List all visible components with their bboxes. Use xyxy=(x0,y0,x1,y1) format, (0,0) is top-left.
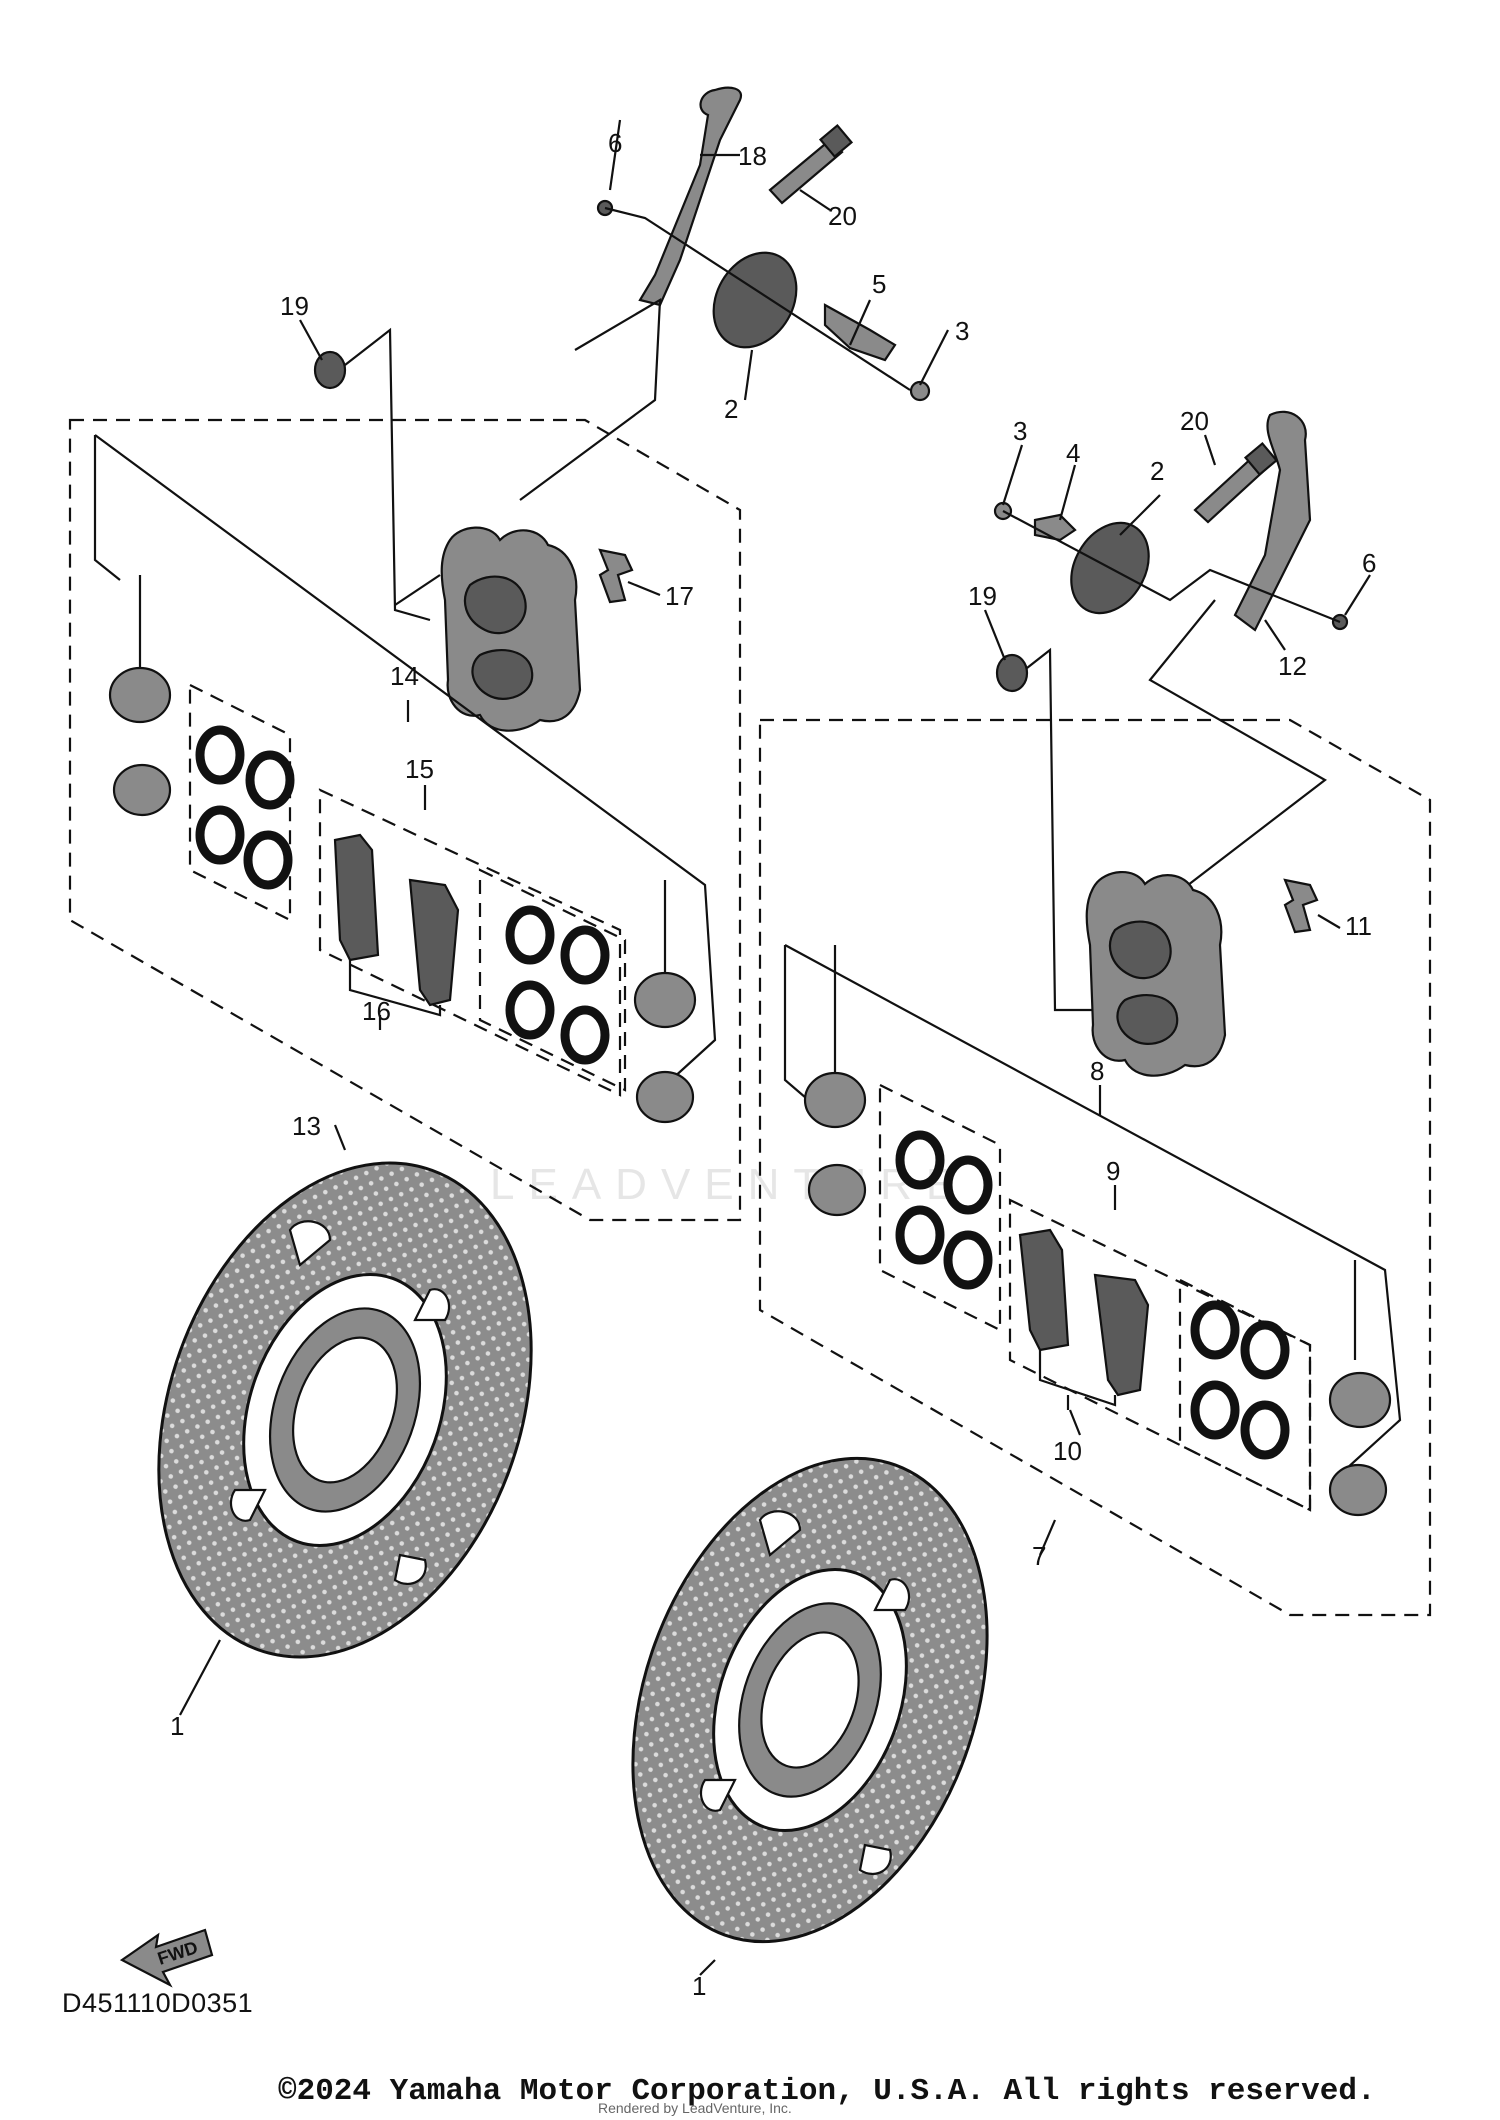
seal-kit-outline-right xyxy=(878,1083,1002,1332)
callout-1-left: 1 xyxy=(170,1711,184,1741)
callout-7: 7 xyxy=(1032,1541,1046,1571)
callout-20-right: 20 xyxy=(1180,406,1209,436)
callout-9: 9 xyxy=(1106,1156,1120,1186)
callout-14: 14 xyxy=(390,661,419,691)
piston-right-1 xyxy=(803,1071,867,1129)
caliper-bolt-left xyxy=(768,123,854,205)
diagram-code: D451110D0351 xyxy=(62,1988,254,2018)
rendered-by-credit: Rendered by LeadVenture, Inc. xyxy=(598,2100,792,2116)
callout-5: 5 xyxy=(872,269,886,299)
callout-19-left: 19 xyxy=(280,291,309,321)
callout-15: 15 xyxy=(405,754,434,784)
seal-set-right-b xyxy=(1190,1300,1290,1460)
callout-12: 12 xyxy=(1278,651,1307,681)
seal-set-left-b xyxy=(505,905,610,1065)
piston-left-2 xyxy=(112,763,172,817)
grommet-left xyxy=(313,350,347,390)
callout-6-left: 6 xyxy=(608,128,622,158)
brake-pad-right-b xyxy=(1093,1273,1150,1397)
callout-16: 16 xyxy=(362,996,391,1026)
caliper-assembly-outline-left xyxy=(68,418,742,1222)
caliper-assembly-outline-right xyxy=(758,718,1432,1617)
brake-pad-left-a xyxy=(333,833,380,962)
piston-left-1 xyxy=(108,666,172,724)
piston-right-2 xyxy=(807,1163,867,1217)
callout-4: 4 xyxy=(1066,438,1080,468)
spring-plate-left xyxy=(823,303,897,362)
brake-caliper-left xyxy=(440,526,582,732)
brake-disc-right xyxy=(631,1456,989,1944)
callout-6-right: 6 xyxy=(1362,548,1376,578)
nut-left xyxy=(909,380,931,402)
callout-8: 8 xyxy=(1090,1056,1104,1086)
callout-10: 10 xyxy=(1053,1436,1082,1466)
callout-20-left: 20 xyxy=(828,201,857,231)
seal-set-left-a xyxy=(195,725,295,890)
forward-arrow-icon: FWD xyxy=(119,1928,214,1988)
seal-set-right-a xyxy=(895,1130,993,1290)
callout-3-right: 3 xyxy=(1013,416,1027,446)
callout-1-right: 1 xyxy=(692,1971,706,2001)
piston-right-3 xyxy=(1328,1371,1392,1429)
callout-2-right: 2 xyxy=(1150,456,1164,486)
piston-left-3 xyxy=(633,971,697,1029)
speed-sensor-rotor-left xyxy=(712,251,798,349)
callout-2-left: 2 xyxy=(724,394,738,424)
brake-caliper-right xyxy=(1085,870,1227,1077)
pad-spring-clip-left xyxy=(598,548,634,604)
brake-pad-right-a xyxy=(1018,1228,1070,1352)
pad-spring-clip-right xyxy=(1283,878,1319,934)
spring-plate-right xyxy=(1033,513,1077,542)
callout-11: 11 xyxy=(1345,911,1372,941)
grommet-right xyxy=(995,653,1029,693)
callout-19-right: 19 xyxy=(968,581,997,611)
copyright-notice: ©2024 Yamaha Motor Corporation, U.S.A. A… xyxy=(278,2074,1376,2109)
watermark-text: LEADVENTURE xyxy=(490,1160,970,1209)
callout-13: 13 xyxy=(292,1111,321,1141)
sensor-bracket-left xyxy=(638,86,743,307)
seal-kit-outline-left xyxy=(188,683,292,922)
callout-18: 18 xyxy=(738,141,767,171)
brake-pad-left-b xyxy=(408,878,460,1007)
piston-right-4 xyxy=(1328,1463,1388,1517)
callout-17: 17 xyxy=(665,581,694,611)
sensor-bracket-right xyxy=(1233,410,1312,632)
caliper-bolt-right xyxy=(1193,441,1279,524)
callout-3-left: 3 xyxy=(955,316,969,346)
piston-left-4 xyxy=(635,1070,695,1124)
brake-disc-left xyxy=(157,1161,533,1659)
